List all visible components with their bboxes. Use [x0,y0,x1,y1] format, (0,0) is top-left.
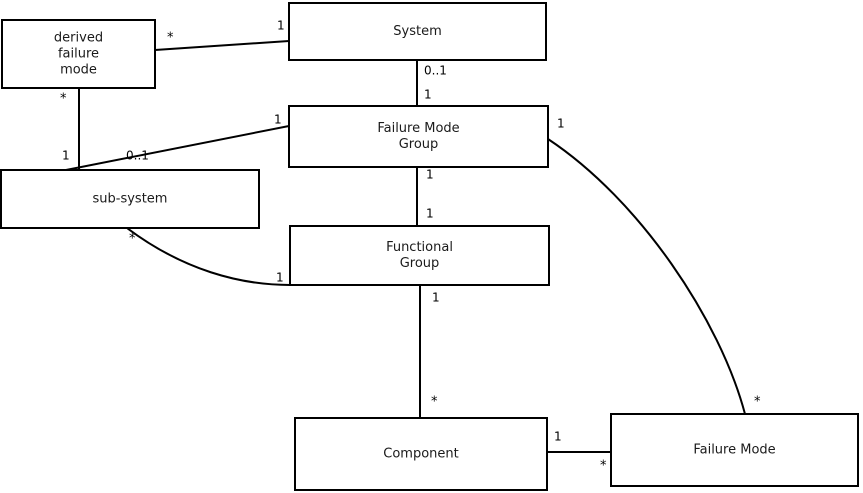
association-layer [65,40,746,453]
class-box-rect-failure-mode[interactable] [610,413,859,487]
association-derived-failure-mode-to-system [154,40,290,51]
multiplicity-label-sub-system-to-functional-group-0: * [129,232,136,247]
class-box-rect-functional-group[interactable] [289,225,550,286]
class-label-component: Component [383,447,458,462]
class-box-component[interactable]: Component [294,417,548,491]
class-label-functional-group: Group [400,256,440,271]
class-label-functional-group: Functional [386,240,453,255]
multiplicity-label-functional-group-to-component-0: 1 [432,291,440,305]
multiplicity-label-derived-failure-mode-to-sub-system-1: 1 [62,149,70,163]
association-sub-system-to-functional-group [126,227,291,286]
class-box-rect-derived-failure-mode[interactable] [1,19,156,89]
class-label-failure-mode-group: Group [399,137,439,152]
class-box-rect-sub-system[interactable] [0,169,260,229]
multiplicity-label-derived-failure-mode-to-sub-system-0: * [60,92,67,107]
multiplicity-label-system-to-failure-mode-group-1: 1 [424,88,432,102]
class-label-derived-failure-mode: derived [54,31,103,46]
multiplicity-label-sub-system-to-functional-group-1: 1 [276,271,284,285]
multiplicity-label-system-to-failure-mode-group-0: 0..1 [424,64,447,78]
association-sub-system-to-failure-mode-group [65,125,290,171]
class-box-system[interactable]: System [288,2,547,61]
multiplicity-layer: * 1 * 1 0..1 1 0..1 1 1 1 * 1 1 * 1 * 1 * [60,19,761,474]
class-label-failure-mode: Failure Mode [693,443,775,458]
multiplicity-label-functional-group-to-component-1: * [431,395,438,410]
multiplicity-label-component-to-failure-mode-1: * [600,459,607,474]
class-label-sub-system: sub-system [93,192,168,207]
class-box-rect-system[interactable] [288,2,547,61]
class-label-system: System [393,24,441,39]
class-label-failure-mode-group: Failure Mode [377,121,459,136]
multiplicity-label-failure-mode-group-to-failure-mode-0: 1 [557,117,565,131]
class-box-failure-mode[interactable]: Failure Mode [610,413,859,487]
class-box-rect-component[interactable] [294,417,548,491]
multiplicity-label-failure-mode-group-to-functional-group-1: 1 [426,207,434,221]
multiplicity-label-failure-mode-group-to-failure-mode-1: * [754,395,761,410]
class-label-derived-failure-mode: failure [58,47,99,62]
association-failure-mode-group-to-failure-mode [547,138,746,415]
multiplicity-label-sub-system-to-failure-mode-group-1: 1 [274,113,282,127]
multiplicity-label-sub-system-to-failure-mode-group-0: 0..1 [126,149,149,163]
multiplicity-label-derived-failure-mode-to-system-0: * [167,31,174,46]
multiplicity-label-component-to-failure-mode-0: 1 [554,430,562,444]
multiplicity-label-failure-mode-group-to-functional-group-0: 1 [426,168,434,182]
class-label-derived-failure-mode: mode [60,63,97,78]
class-box-sub-system[interactable]: sub-system [0,169,260,229]
class-box-rect-failure-mode-group[interactable] [288,105,549,168]
multiplicity-label-derived-failure-mode-to-system-1: 1 [277,19,285,33]
